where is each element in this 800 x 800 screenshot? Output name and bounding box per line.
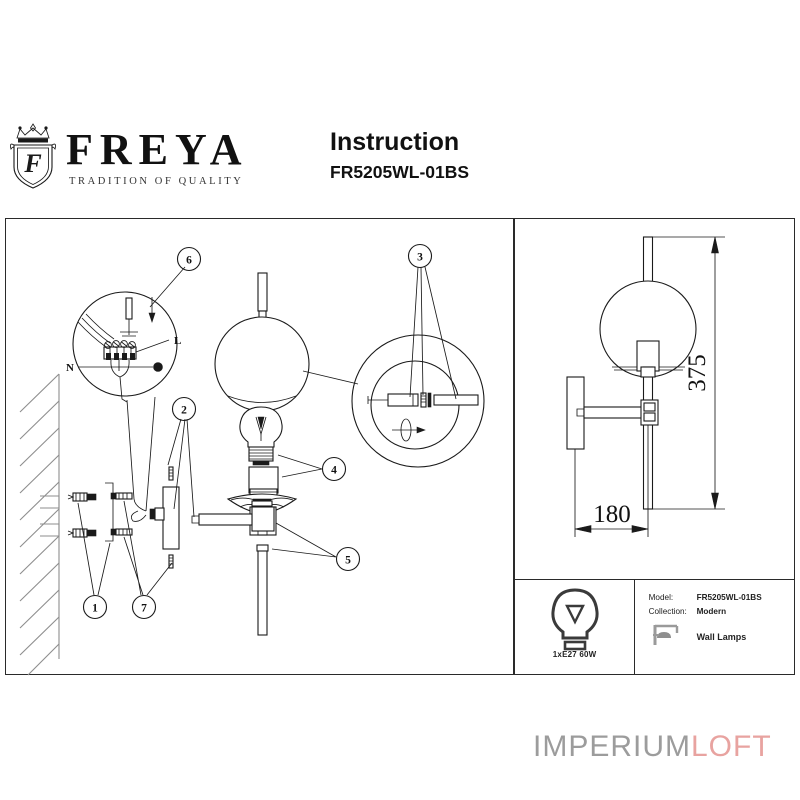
page-title: Instruction (330, 128, 460, 156)
lamp-spec-text: 1xE27 60W (552, 650, 597, 659)
detail-setscrew-circle: 3 (302, 243, 485, 468)
product-details-cell: Model: FR5205WL-01BS Collection: Modern … (635, 580, 795, 674)
wall-lamp-icon (652, 624, 678, 645)
bulb-icon (551, 588, 599, 651)
freya-logo-crest: F (8, 122, 58, 190)
rod-joint-part: 5 (191, 498, 361, 636)
callout-1: 1 (92, 603, 98, 615)
bulb-part (239, 406, 283, 466)
model-label: Model: (648, 593, 674, 602)
collection-label: Collection: (648, 607, 687, 616)
dimension-drawing-panel: 375 180 (515, 219, 795, 674)
globe-shade-part (214, 272, 310, 412)
logo-letter: F (23, 149, 41, 178)
callout-2: 2 (181, 405, 187, 417)
callout-7: 7 (141, 603, 147, 615)
dimension-height-value: 375 (684, 354, 711, 392)
detail-wiring-circle: N L 6 (66, 246, 202, 403)
callout-3: 3 (417, 252, 423, 264)
mounting-screws: 7 (110, 492, 173, 620)
callout-5: 5 (345, 555, 351, 567)
watermark-part-a: IMPERIUM (533, 730, 691, 763)
instruction-frame: N L 6 (5, 218, 795, 676)
dimension-height: 375 (651, 236, 725, 510)
assembly-diagram-panel: N L 6 (6, 219, 513, 676)
socket-part: 4 (226, 454, 347, 514)
header-model-code: FR5205WL-01BS (330, 162, 470, 182)
frame-divider (513, 219, 515, 674)
document-header: F FREYA TRADITION OF QUALITY Instruction… (0, 110, 800, 205)
brand-name: FREYA (66, 125, 249, 174)
dimension-width-value: 180 (593, 501, 631, 528)
category-value: Wall Lamps (696, 632, 747, 642)
product-info-box: 1xE27 60W Model: FR5205WL-01BS Collectio… (514, 579, 795, 675)
callout-4: 4 (331, 465, 337, 477)
collection-value: Modern (696, 607, 727, 616)
watermark-part-b: LOFT (691, 730, 772, 763)
wiring-label-l: L (174, 335, 181, 347)
brand-tagline: TRADITION OF QUALITY (69, 176, 244, 187)
wall-anchors: 1 (67, 482, 114, 620)
wall-plate-part: 2 (126, 396, 197, 569)
product-elevation (566, 236, 697, 510)
wall-hatching (19, 373, 60, 676)
wiring-label-n: N (66, 362, 74, 374)
imperiumloft-watermark: IMPERIUMLOFT (533, 730, 772, 764)
lamp-spec-cell: 1xE27 60W (515, 580, 635, 675)
callout-6: 6 (186, 255, 192, 267)
model-value: FR5205WL-01BS (696, 593, 762, 602)
dimension-width: 180 (574, 425, 649, 537)
